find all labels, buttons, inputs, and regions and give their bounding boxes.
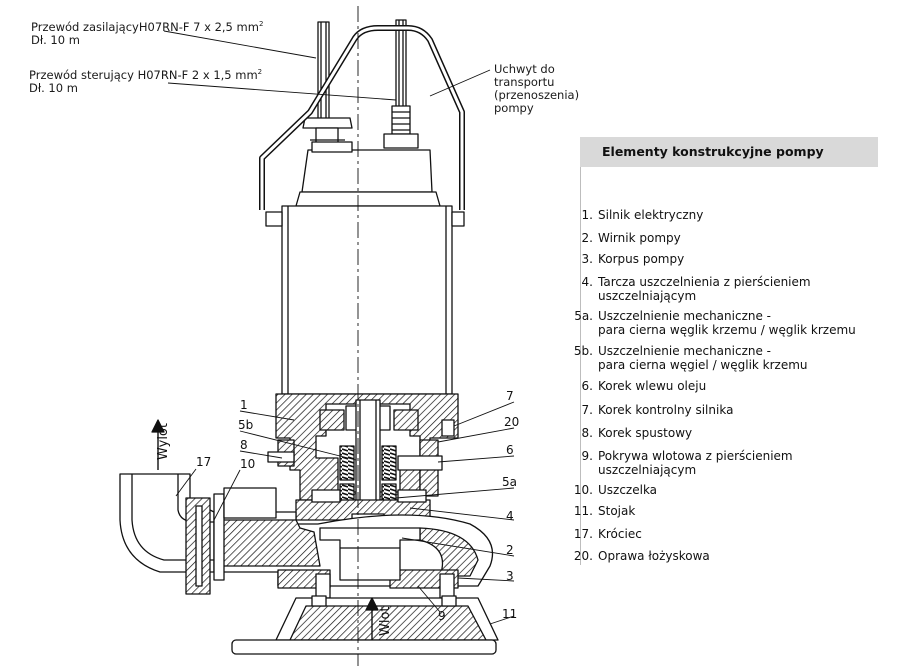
legend-item-text: Uszczelka bbox=[598, 483, 658, 497]
control-cable-label: Przewód sterujący H07RN-F 2 x 1,5 mm bbox=[29, 67, 258, 82]
part-label-5b: 5b bbox=[238, 418, 253, 432]
motor-top-cap bbox=[295, 141, 441, 207]
inlet-arrow bbox=[365, 597, 379, 640]
legend-item-text-continued: uszczelniającym bbox=[598, 463, 697, 477]
part-label-5a: 5a bbox=[502, 475, 517, 489]
part-label-1: 1 bbox=[240, 398, 248, 412]
legend-item-number: 4. bbox=[581, 275, 593, 289]
handle-callout-line: transportu bbox=[494, 75, 555, 89]
legend-list: 1. Silnik elektryczny 2. Wirnik pompy 3.… bbox=[574, 167, 878, 565]
discharge-elbow bbox=[119, 473, 277, 595]
control-cable bbox=[391, 19, 411, 135]
motor-housing bbox=[265, 205, 465, 395]
outlet-arrow bbox=[151, 419, 165, 470]
legend-item-text: Oprawa łożyskowa bbox=[598, 549, 710, 563]
legend-item-text: Tarcza uszczelnienia z pierścieniem bbox=[598, 275, 811, 289]
legend-title: Elementy konstrukcyjne pompy bbox=[580, 137, 878, 167]
legend-item-text: Stojak bbox=[598, 504, 636, 518]
power-cable bbox=[317, 21, 330, 123]
transport-handle bbox=[259, 25, 465, 210]
legend-item-text-continued: para cierna węglik krzemu / węglik krzem… bbox=[598, 323, 856, 337]
impeller bbox=[319, 527, 421, 581]
legend-item-text-continued: uszczelniającym bbox=[598, 289, 697, 303]
legend-item-number: 2. bbox=[581, 231, 593, 245]
legend-item-text: Korek wlewu oleju bbox=[598, 379, 707, 393]
stand bbox=[231, 595, 499, 655]
legend-item-number: 17. bbox=[573, 527, 593, 541]
legend-item-number: 1. bbox=[581, 208, 593, 222]
legend-item-number: 5a. bbox=[574, 309, 593, 323]
drain-plug bbox=[267, 451, 295, 463]
motor-check-plug bbox=[441, 419, 455, 437]
part-label-4: 4 bbox=[506, 509, 514, 523]
oil-filler-plug bbox=[397, 455, 443, 471]
power-cable-length: Dł. 10 m bbox=[31, 32, 80, 47]
handle-callout: Uchwyt do transportu (przenoszenia) pomp… bbox=[494, 63, 579, 115]
legend-item-number: 5b. bbox=[573, 344, 593, 358]
part-label-2: 2 bbox=[506, 543, 514, 557]
part-label-17: 17 bbox=[196, 455, 211, 469]
legend-item-text: Korek spustowy bbox=[598, 426, 693, 440]
power-cable-label: Przewód zasilającyH07RN-F 7 x 2,5 mm bbox=[31, 19, 259, 34]
legend-item-text: Króciec bbox=[598, 527, 642, 541]
part-label-6: 6 bbox=[506, 443, 514, 457]
part-label-20: 20 bbox=[504, 415, 519, 429]
mechanical-seal-5b-left bbox=[339, 445, 355, 481]
legend-item-number: 7. bbox=[581, 403, 593, 417]
legend-item-number: 6. bbox=[581, 379, 593, 393]
part-label-10: 10 bbox=[240, 457, 255, 471]
legend-item-text: Uszczelnienie mechaniczne - bbox=[598, 344, 772, 358]
legend-item-number: 8. bbox=[581, 426, 593, 440]
handle-callout-line: pompy bbox=[494, 101, 534, 115]
part-label-8: 8 bbox=[240, 438, 248, 452]
legend-item-text: Pokrywa wlotowa z pierścieniem bbox=[598, 449, 793, 463]
legend-item-number: 20. bbox=[573, 549, 593, 563]
parts-legend: Elementy konstrukcyjne pompy 1. Silnik e… bbox=[574, 137, 878, 565]
legend-item-text-continued: para cierna węgiel / węglik krzemu bbox=[598, 358, 808, 372]
part-label-9: 9 bbox=[438, 609, 446, 623]
control-cable-callout: Przewód sterujący H07RN-F 2 x 1,5 mm2 Dł… bbox=[29, 66, 262, 95]
handle-callout-line: (przenoszenia) bbox=[494, 88, 580, 102]
legend-item-text: Korek kontrolny silnika bbox=[598, 403, 734, 417]
outlet-label: Wylot bbox=[156, 423, 171, 460]
power-cable-unit-exponent: 2 bbox=[258, 20, 264, 28]
leader-lines bbox=[163, 30, 515, 625]
legend-item-number: 3. bbox=[581, 252, 593, 266]
handle-callout-line: Uchwyt do bbox=[494, 62, 555, 76]
legend-item-number: 10. bbox=[573, 483, 593, 497]
part-label-7: 7 bbox=[506, 389, 514, 403]
control-cable-unit-exponent: 2 bbox=[257, 68, 263, 76]
control-cable-length: Dł. 10 m bbox=[29, 80, 78, 95]
mechanical-seal-5b-right bbox=[381, 445, 397, 481]
legend-item-number: 9. bbox=[581, 449, 593, 463]
legend-item-text: Uszczelnienie mechaniczne - bbox=[598, 309, 772, 323]
part-label-11: 11 bbox=[502, 607, 517, 621]
legend-item-number: 11. bbox=[573, 504, 593, 518]
inlet-label: Wlot bbox=[378, 606, 393, 636]
part-label-3: 3 bbox=[506, 569, 514, 583]
power-cable-callout: Przewód zasilającyH07RN-F 7 x 2,5 mm2 Dł… bbox=[31, 18, 263, 47]
legend-item-text: Wirnik pompy bbox=[598, 231, 681, 245]
legend-item-text: Korpus pompy bbox=[598, 252, 685, 266]
legend-item-text: Silnik elektryczny bbox=[598, 208, 704, 222]
